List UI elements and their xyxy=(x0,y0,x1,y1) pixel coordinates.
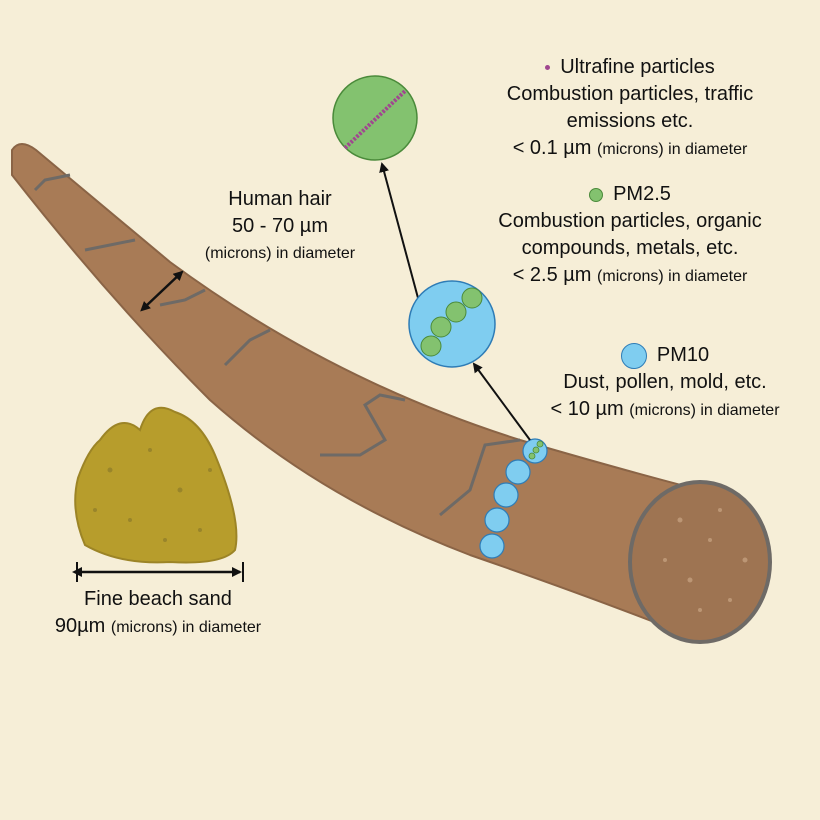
pm10-particle xyxy=(493,482,519,508)
pm25-particle xyxy=(430,316,452,338)
pm25-label-unit: (microns) in diameter xyxy=(597,268,748,285)
hair-scale-line xyxy=(439,438,521,517)
pm10-particle xyxy=(484,507,510,533)
pm10-particle xyxy=(505,459,531,485)
pm10-legend-dot xyxy=(620,342,647,369)
ultrafine-label-title: Ultrafine particles xyxy=(560,56,715,78)
ultrafine-label-desc2: emissions etc. xyxy=(566,110,694,132)
sand-label-size: 90µm xyxy=(54,615,106,637)
human-hair-strand xyxy=(11,143,772,644)
pm10-magnified-circle xyxy=(408,280,496,368)
ultrafine-label: Ultrafine particles Combustion particles… xyxy=(470,54,790,163)
hair-label-size: 50 - 70 µm xyxy=(231,215,328,237)
sand-label: Fine beach sand 90µm (microns) in diamet… xyxy=(20,586,296,641)
hair-scale-line xyxy=(84,238,136,252)
sand-grain-body xyxy=(74,406,238,564)
pm25-label-title: PM2.5 xyxy=(613,183,671,205)
ultrafine-legend-dot xyxy=(545,65,551,71)
zoom-arrow-pm25 xyxy=(379,162,419,299)
pm25-label-desc1: Combustion particles, organic xyxy=(498,210,762,232)
pm10-label-desc1: Dust, pollen, mold, etc. xyxy=(563,371,767,393)
pm10-particles-on-hair xyxy=(479,438,548,559)
zoom-arrow-pm10 xyxy=(472,362,531,441)
ultrafine-label-desc1: Combustion particles, traffic xyxy=(506,83,754,105)
hair-label-unit: (microns) in diameter xyxy=(204,245,356,262)
pm10-label-title: PM10 xyxy=(656,344,710,366)
hair-scale-line xyxy=(33,173,71,192)
hair-label-title: Human hair xyxy=(228,188,332,210)
ultrafine-label-size: < 0.1 µm xyxy=(512,137,592,159)
pm25-particle xyxy=(461,287,483,309)
pm10-label: PM10 Dust, pollen, mold, etc. < 10 µm (m… xyxy=(520,342,810,424)
sand-label-title: Fine beach sand xyxy=(84,588,232,610)
hair-texture xyxy=(663,508,748,612)
sand-grain xyxy=(74,406,238,564)
pm25-legend-dot xyxy=(589,187,604,202)
hair-scale-line xyxy=(223,328,271,367)
pm25-label-size: < 2.5 µm xyxy=(512,264,592,286)
pm25-particle xyxy=(445,301,467,323)
pm25-particle xyxy=(420,335,442,357)
pm25-magnified-circle xyxy=(332,75,418,161)
pm10-label-size: < 10 µm xyxy=(550,398,624,420)
ultrafine-particle-chain xyxy=(343,89,407,150)
pm10-label-unit: (microns) in diameter xyxy=(629,402,780,419)
ultrafine-label-unit: (microns) in diameter xyxy=(597,141,748,158)
sand-label-unit: (microns) in diameter xyxy=(110,619,262,636)
hair-label: Human hair 50 - 70 µm (microns) in diame… xyxy=(170,186,390,267)
pm25-label: PM2.5 Combustion particles, organic comp… xyxy=(470,181,790,290)
pm25-label-desc2: compounds, metals, etc. xyxy=(521,237,739,259)
hair-diameter-arrow xyxy=(140,270,184,312)
hair-cross-section xyxy=(628,480,772,644)
sand-texture xyxy=(93,448,212,542)
hair-scale-line xyxy=(320,393,406,457)
pm10-particle xyxy=(479,533,505,559)
